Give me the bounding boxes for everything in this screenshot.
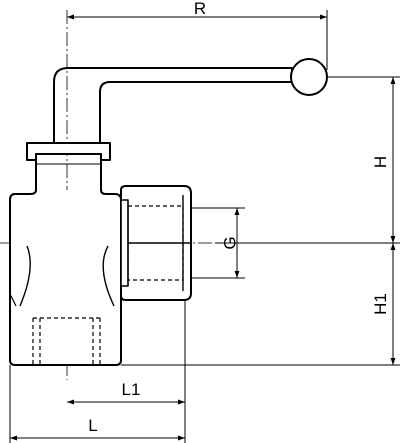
lever-handle <box>53 58 328 143</box>
label-l: L <box>88 416 97 435</box>
hidden-thread <box>32 317 101 365</box>
label-r: R <box>194 0 206 18</box>
dimension-g <box>191 207 245 279</box>
label-h1: H1 <box>371 293 390 315</box>
label-h: H <box>371 156 390 168</box>
dimension-r <box>67 10 328 70</box>
handle-knob <box>290 58 328 96</box>
side-connection <box>120 185 192 301</box>
label-l1: L1 <box>122 380 141 399</box>
label-g: G <box>221 236 240 249</box>
stem-cap <box>26 142 111 190</box>
dimension-l-l1 <box>9 300 186 443</box>
dimension-h-h1 <box>121 76 400 366</box>
nut-thread-hidden <box>127 205 184 281</box>
valve-body <box>9 189 122 366</box>
